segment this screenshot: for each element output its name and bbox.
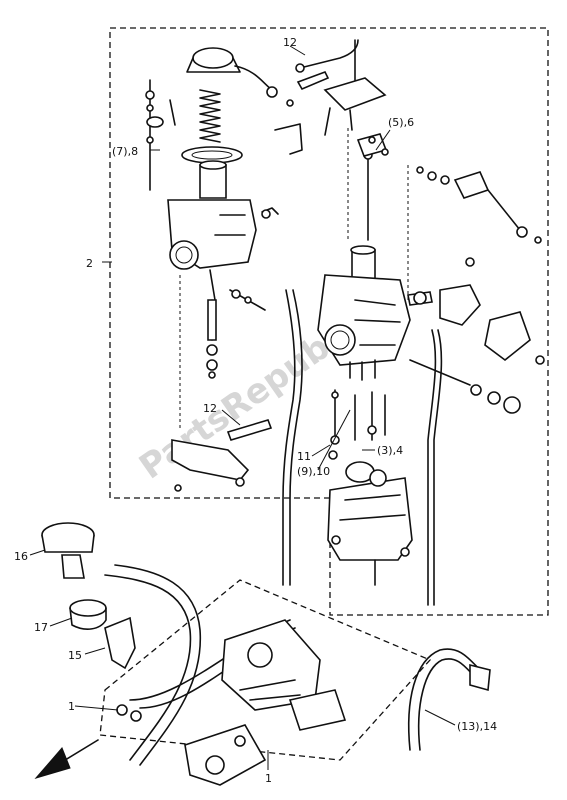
label-15: 15 — [68, 649, 82, 662]
lower-assembly — [41, 522, 491, 786]
left-carburetor — [145, 47, 279, 492]
right-carburetor — [274, 39, 545, 586]
label-12-left: 12 — [203, 402, 217, 415]
label-12-top: 12 — [283, 36, 297, 49]
label-9-10: (9),10 — [297, 465, 330, 478]
vent-tube-left — [289, 289, 303, 586]
label-5-6: (5),6 — [388, 116, 414, 129]
label-3-4: (3),4 — [377, 444, 403, 457]
label-17: 17 — [34, 621, 48, 634]
label-1-left: 1 — [68, 700, 75, 713]
label-11: 11 — [297, 450, 311, 463]
label-16: 16 — [14, 550, 28, 563]
label-7-8: (7),8 — [112, 145, 138, 158]
carburetor-assembly-boundary — [109, 27, 549, 616]
leader-lines — [29, 45, 456, 770]
front-direction-arrow-icon — [34, 739, 99, 779]
label-13-14: (13),14 — [457, 720, 497, 733]
label-1-bottom: 1 — [265, 772, 272, 785]
vent-tube-right — [427, 329, 437, 606]
label-2: 2 — [86, 257, 93, 270]
